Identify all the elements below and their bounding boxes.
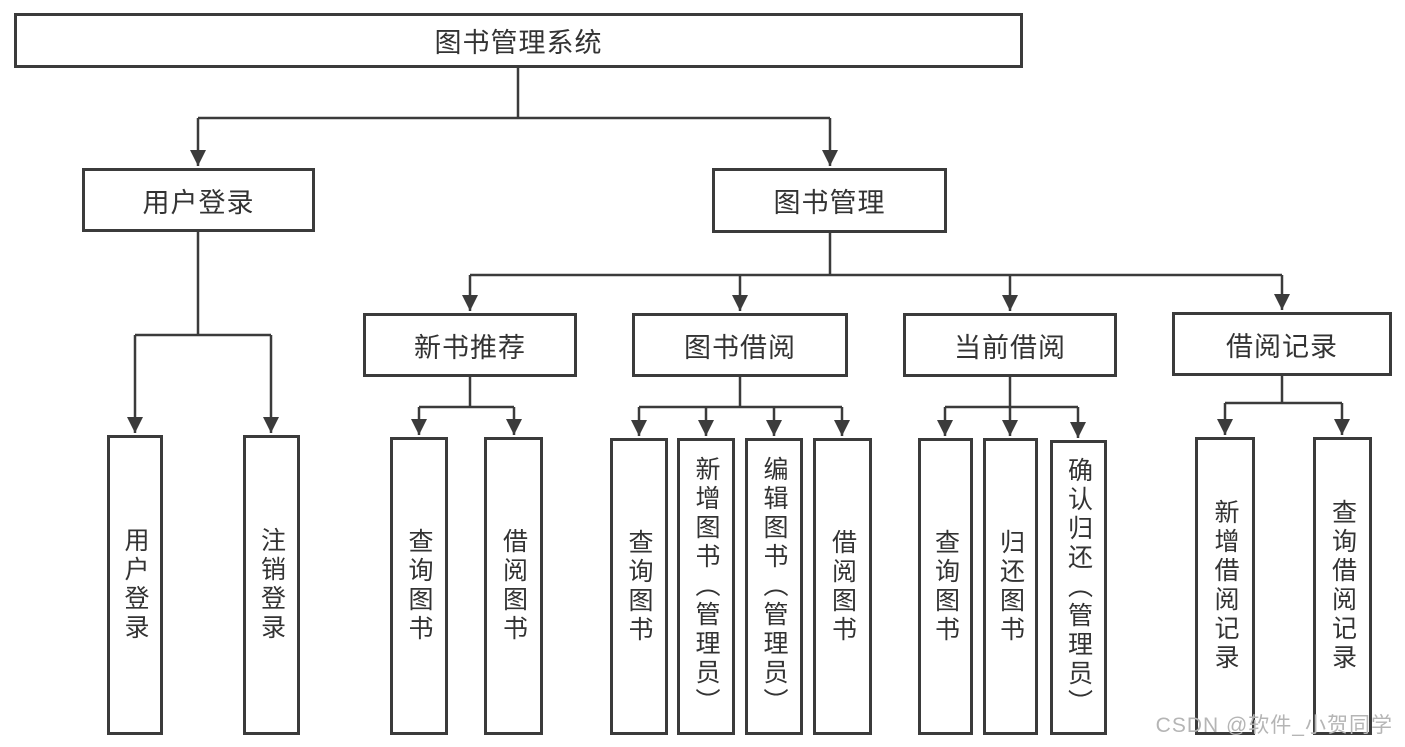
leaf-newbook-borrow-books: 借阅图书 <box>484 437 543 735</box>
leaf-borrow-books: 借阅图书 <box>813 438 872 735</box>
connector-book-management <box>462 233 1290 311</box>
leaf-borrow-query-books-label: 查询图书 <box>625 528 653 645</box>
leaf-add-books-admin-label: 新增图书（管理员） <box>692 456 720 717</box>
connector-borrow-records <box>1217 376 1350 435</box>
leaf-return-books-label: 归还图书 <box>996 528 1025 645</box>
leaf-user-login: 用户登录 <box>107 435 163 735</box>
connector-user-login <box>127 232 279 433</box>
node-book-management-label: 图书管理 <box>773 188 886 218</box>
connector-book-borrow <box>631 377 850 436</box>
csdn-watermark: CSDN @软件_小贺同学 <box>1155 714 1393 737</box>
connector-root <box>190 68 838 166</box>
node-book-management: 图书管理 <box>712 168 947 233</box>
leaf-confirm-return-admin-label: 确认归还（管理员） <box>1064 457 1093 718</box>
leaf-borrow-query-books: 查询图书 <box>610 438 668 735</box>
node-borrow-records-label: 借阅记录 <box>1226 331 1338 362</box>
leaf-return-books: 归还图书 <box>983 438 1038 735</box>
leaf-logout-label: 注销登录 <box>257 527 286 643</box>
node-user-login: 用户登录 <box>82 168 315 232</box>
leaf-logout: 注销登录 <box>243 435 300 735</box>
leaf-newbook-query-books: 查询图书 <box>390 437 448 735</box>
connector-current-borrow <box>937 377 1086 438</box>
leaf-newbook-borrow-books-label: 借阅图书 <box>499 528 528 644</box>
leaf-current-query-books: 查询图书 <box>918 438 973 735</box>
node-root: 图书管理系统 <box>14 13 1023 68</box>
node-book-borrow-label: 图书借阅 <box>684 332 796 363</box>
connector-new-book <box>411 377 522 435</box>
leaf-add-borrow-record-label: 新增借阅记录 <box>1211 499 1239 673</box>
leaf-query-borrow-record-label: 查询借阅记录 <box>1328 499 1357 673</box>
node-current-borrow-label: 当前借阅 <box>954 332 1066 363</box>
node-root-label: 图书管理系统 <box>434 28 603 58</box>
leaf-edit-books-admin: 编辑图书（管理员） <box>745 438 803 735</box>
leaf-confirm-return-admin: 确认归还（管理员） <box>1050 440 1107 735</box>
node-borrow-records: 借阅记录 <box>1172 312 1392 376</box>
leaf-current-query-books-label: 查询图书 <box>931 528 960 645</box>
leaf-edit-books-admin-label: 编辑图书（管理员） <box>760 456 788 717</box>
node-new-book-recommend-label: 新书推荐 <box>414 332 526 363</box>
leaf-user-login-label: 用户登录 <box>121 527 149 643</box>
leaf-newbook-query-books-label: 查询图书 <box>405 528 433 644</box>
leaf-add-borrow-record: 新增借阅记录 <box>1195 437 1255 735</box>
node-book-borrow: 图书借阅 <box>632 313 848 377</box>
node-new-book-recommend: 新书推荐 <box>363 313 577 377</box>
node-current-borrow: 当前借阅 <box>903 313 1117 377</box>
leaf-add-books-admin: 新增图书（管理员） <box>677 438 735 735</box>
leaf-borrow-books-label: 借阅图书 <box>828 528 857 645</box>
node-user-login-label: 用户登录 <box>142 187 255 218</box>
leaf-query-borrow-record: 查询借阅记录 <box>1313 437 1372 735</box>
